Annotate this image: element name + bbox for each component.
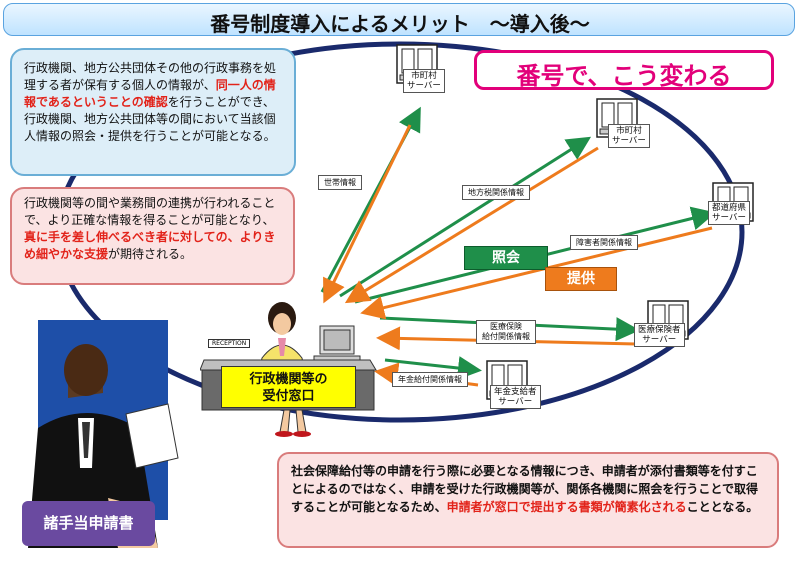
box2-highlight: 真に手を差し伸べるべき者に対しての、よりきめ細やかな支援 bbox=[24, 230, 276, 261]
tag-household-info: 世帯情報 bbox=[318, 175, 362, 190]
info-box-simplification: 社会保障給付等の申請を行う際に必要となる情報につき、申請者が添付書類等を付すこと… bbox=[277, 452, 779, 548]
box3-highlight: 申請者が窓口で提出する書類が簡素化される bbox=[446, 500, 687, 514]
server-label-pension: 年金支給者 サーバー bbox=[490, 385, 541, 409]
info-box-identity: 行政機関、地方公共団体その他の行政事務を処理する者が保有する個人の情報が、同一人… bbox=[10, 48, 296, 176]
application-form-label: 諸手当申請書 bbox=[22, 501, 155, 546]
provide-arrow bbox=[360, 226, 713, 320]
server-label-municipal-1: 市町村 サーバー bbox=[403, 69, 445, 93]
title-bar: 番号制度導入によるメリット ～導入後～ bbox=[3, 3, 795, 36]
provide-arrow bbox=[323, 124, 412, 304]
inquiry-label: 照会 bbox=[464, 246, 548, 270]
server-label-municipal-2: 市町村 サーバー bbox=[608, 124, 650, 148]
server-label-medical: 医療保険者 サーバー bbox=[634, 323, 685, 347]
provide-arrow bbox=[344, 146, 599, 304]
inquiry-arrow bbox=[339, 136, 592, 298]
tag-medical-info: 医療保険 給付関係情報 bbox=[476, 320, 536, 344]
counter-label: 行政機関等の 受付窓口 bbox=[221, 366, 356, 408]
tag-pension-info: 年金給付関係情報 bbox=[392, 372, 468, 387]
box3-text-2: こととなる。 bbox=[686, 500, 759, 514]
inquiry-arrow bbox=[384, 356, 482, 380]
box1-highlight: 同一人の情報であるということの確認 bbox=[24, 78, 276, 109]
box1-text: 行政機関、地方公共団体その他の行政事務を処理する者が保有する個人の情報が、 bbox=[24, 61, 277, 92]
server-label-prefecture: 都道府県 サーバー bbox=[708, 201, 751, 225]
page-title: 番号制度導入によるメリット ～導入後～ bbox=[210, 12, 590, 36]
provide-label: 提供 bbox=[545, 267, 617, 291]
box2-text: 行政機関等の間や業務間の連携が行われることで、より正確な情報を得ることが可能とな… bbox=[24, 196, 276, 227]
headline-banner-text: 番号で、こう変わる bbox=[516, 62, 732, 90]
reception-sign: RECEPTION bbox=[208, 339, 251, 348]
box1-text-2: を行うことができ、行政機関、地方公共団体等の間において当該個人情報の照会・提供を… bbox=[24, 95, 276, 143]
box3-text: 社会保障給付等の申請を行う際に必要となる情報につき、申請者が添付書類等を付すこと… bbox=[291, 464, 759, 514]
headline-banner: 番号で、こう変わる bbox=[474, 50, 774, 90]
tag-disability-info: 障害者関係情報 bbox=[570, 235, 638, 250]
tag-local-tax-info: 地方税関係情報 bbox=[462, 185, 530, 200]
info-box-support: 行政機関等の間や業務間の連携が行われることで、より正確な情報を得ることが可能とな… bbox=[10, 187, 295, 285]
box2-text-2: が期待される。 bbox=[108, 247, 193, 261]
